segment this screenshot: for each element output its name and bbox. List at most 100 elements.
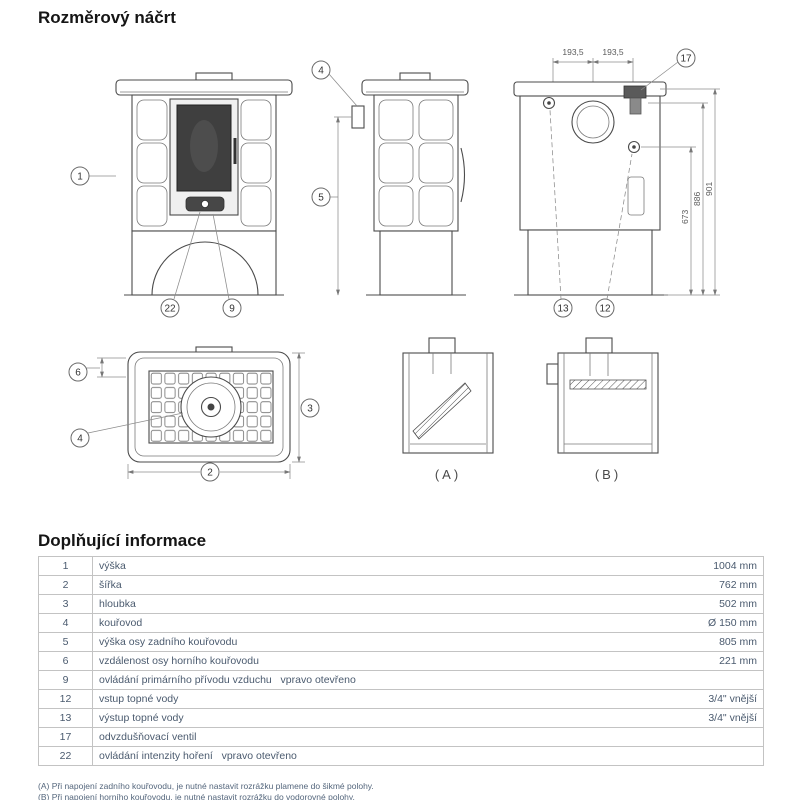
nameplate <box>627 176 645 216</box>
table-cell-num: 6 <box>38 651 93 671</box>
table-cell-num: 2 <box>38 575 93 595</box>
callout-primary-air: 9 <box>212 213 242 318</box>
svg-text:6: 6 <box>75 368 81 379</box>
svg-text:4: 4 <box>318 66 324 77</box>
table-cell-num: 22 <box>38 746 93 766</box>
base-pedestal <box>131 230 277 296</box>
table-cell-value <box>613 746 764 766</box>
table-cell-num: 17 <box>38 727 93 747</box>
depth-dimension: 3 <box>292 352 320 463</box>
table-cell-value: 502 mm <box>613 594 764 614</box>
table-cell-num: 5 <box>38 632 93 652</box>
table-cell-num: 1 <box>38 556 93 576</box>
side-view: 4 5 <box>311 60 469 296</box>
table-cell-num: 9 <box>38 670 93 690</box>
callout-water-inlet: 12 <box>595 153 633 318</box>
svg-text:4: 4 <box>77 434 83 445</box>
top-view: 6 3 4 2 <box>68 346 320 482</box>
table-cell-label: hloubka <box>92 594 614 614</box>
width-dimension: 2 <box>127 462 291 482</box>
table-cell-value <box>613 727 764 747</box>
dimensional-drawing: 1 22 9 <box>68 47 720 482</box>
flame-baffle-inclined <box>412 382 472 440</box>
section-view-a: (A) <box>402 337 494 482</box>
table-cell-label: výška osy zadního kouřovodu <box>92 632 614 652</box>
table-cell-label: výstup topné vody <box>92 708 614 728</box>
svg-text:13: 13 <box>557 304 569 315</box>
table-cell-value: Ø 150 mm <box>613 613 764 633</box>
table-cell-value: 805 mm <box>613 632 764 652</box>
table-cell-value: 1004 mm <box>613 556 764 576</box>
table-cell-label: kouřovod <box>92 613 614 633</box>
table-cell-label: vzdálenost osy horního kouřovodu <box>92 651 614 671</box>
rear-flue-axis-dimension: 5 <box>311 116 352 296</box>
svg-text:9: 9 <box>229 304 235 315</box>
front-view: 1 22 9 <box>70 72 293 318</box>
page-title: Rozměrový náčrt <box>38 8 176 27</box>
table-cell-num: 4 <box>38 613 93 633</box>
table-cell-num: 3 <box>38 594 93 614</box>
svg-text:3: 3 <box>307 404 313 415</box>
info-section-title: Doplňující informace <box>38 531 207 550</box>
section-view-b: (B) <box>546 337 659 482</box>
svg-text:22: 22 <box>164 304 176 315</box>
callout-intensity-control: 22 <box>160 211 201 318</box>
top-flue-stub <box>195 72 233 81</box>
top-plate <box>115 79 293 96</box>
table-cell-value <box>613 670 764 690</box>
table-cell-num: 13 <box>38 708 93 728</box>
svg-text:673: 673 <box>680 210 690 224</box>
table-cell-num: 12 <box>38 689 93 709</box>
vent-valve <box>623 85 647 115</box>
table-cell-value: 3/4" vnější <box>613 708 764 728</box>
callout-flue-top: 4 <box>70 412 184 448</box>
callout-vent-valve: 17 <box>640 48 696 91</box>
svg-text:886: 886 <box>692 192 702 206</box>
door-handle-side <box>460 147 466 203</box>
table-cell-value: 3/4" vnější <box>613 689 764 709</box>
callout-flue-side: 4 <box>311 60 358 107</box>
table-cell-value: 762 mm <box>613 575 764 595</box>
rear-view: 193,5 193,5 <box>513 47 720 318</box>
tile-cladding-side <box>378 99 454 227</box>
table-cell-label: vstup topné vody <box>92 689 614 709</box>
height-dimensions: 673 886 901 <box>641 88 720 296</box>
table-cell-label: šířka <box>92 575 614 595</box>
footnote-a: (A) Při napojení zadního kouřovodu, je n… <box>38 781 374 791</box>
footnote-b: (B) Při napojení horního kouřovodu, je n… <box>38 792 355 800</box>
svg-text:193,5: 193,5 <box>602 47 624 57</box>
section-a-label: (A) <box>435 467 461 482</box>
svg-text:1: 1 <box>77 172 83 183</box>
footnotes: (A) Při napojení zadního kouřovodu, je n… <box>38 781 374 800</box>
table-cell-label: výška <box>92 556 614 576</box>
top-flue-distance-dimension: 6 <box>68 357 126 382</box>
door-handle <box>233 138 237 164</box>
callout-height: 1 <box>70 166 116 186</box>
flue-outlet <box>571 100 615 144</box>
svg-text:5: 5 <box>318 193 324 204</box>
table-cell-label: ovládání intenzity hoření vpravo otevřen… <box>92 746 614 766</box>
svg-text:193,5: 193,5 <box>562 47 584 57</box>
base-arch <box>151 241 259 296</box>
tile-cladding <box>136 99 272 227</box>
flue-offset-dimensions: 193,5 193,5 <box>552 47 634 84</box>
table-cell-value: 221 mm <box>613 651 764 671</box>
svg-text:12: 12 <box>599 304 611 315</box>
section-b-label: (B) <box>595 467 621 482</box>
svg-text:17: 17 <box>680 54 692 65</box>
svg-text:901: 901 <box>704 182 714 196</box>
rear-flue-stub <box>351 105 365 129</box>
